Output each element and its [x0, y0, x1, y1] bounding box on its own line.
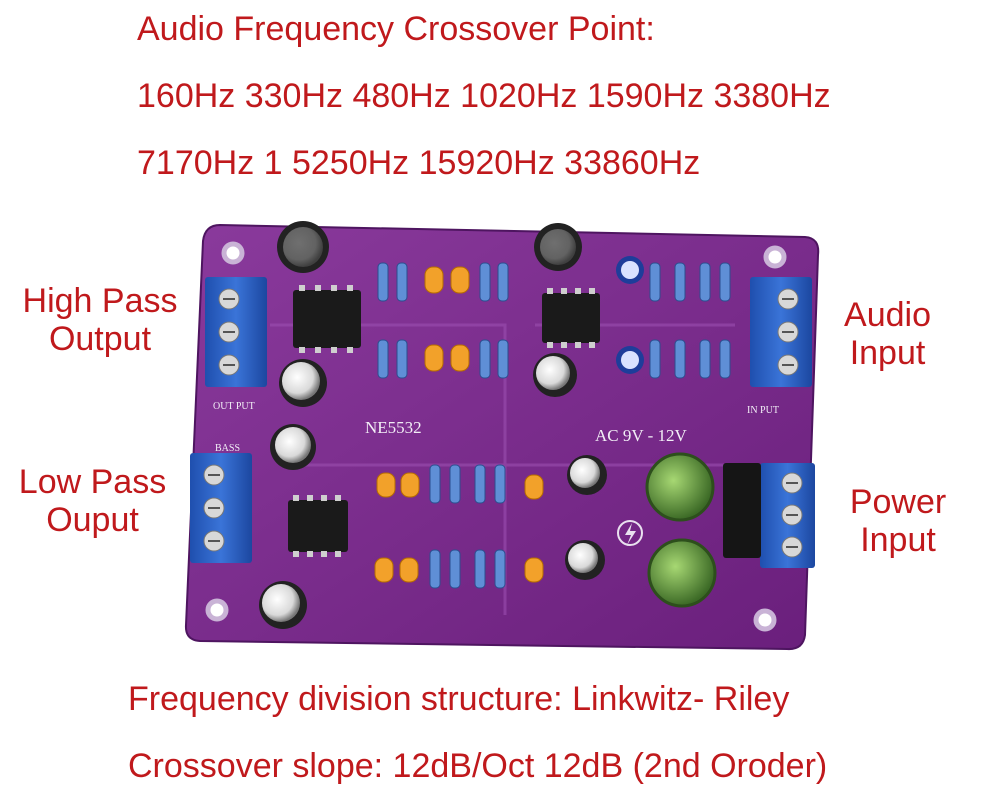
power-label-line-1: Power: [849, 483, 947, 521]
header-line-1: Audio Frequency Crossover Point:: [137, 10, 655, 48]
footer-line-1: Frequency division structure: Linkwitz- …: [128, 680, 790, 718]
audio-label-line-2: Input: [849, 334, 926, 372]
crossover-pcb-board: NE5532 AC 9V - 12V OUT PUT IN PUT BASS: [184, 221, 820, 651]
low-pass-label-line-1: Low Pass: [18, 463, 167, 501]
ic-chip-3: [288, 495, 348, 557]
silk-bass-label: BASS: [215, 443, 240, 454]
high-pass-label-line-2: Output: [48, 320, 152, 358]
regulator-block: [723, 463, 761, 558]
ic-chip-1: [293, 285, 361, 353]
header-line-2: 160Hz 330Hz 480Hz 1020Hz 1590Hz 3380Hz: [137, 77, 831, 115]
electrolytic-capacitors-green: [645, 452, 717, 608]
ic-chip-2: [542, 288, 600, 348]
silk-in-put-label: IN PUT: [747, 405, 779, 416]
terminal-block-audio-input: [750, 277, 812, 387]
terminal-block-low-pass: [190, 453, 252, 563]
terminal-block-high-pass: [205, 277, 267, 387]
high-pass-label-line-1: High Pass: [22, 282, 178, 320]
high-pass-output-label: High Pass Output: [14, 282, 186, 358]
audio-input-label: Audio Input: [835, 296, 940, 372]
footer-line-2: Crossover slope: 12dB/Oct 12dB (2nd Orod…: [128, 747, 828, 785]
power-label-line-2: Input: [860, 521, 936, 559]
electrolytic-capacitors-black: [259, 221, 607, 629]
mounting-holes: [205, 241, 787, 632]
silk-out-put-label: OUT PUT: [213, 401, 255, 412]
silk-voltage-label: AC 9V - 12V: [595, 426, 687, 445]
header-line-3: 7170Hz 1 5250Hz 15920Hz 33860Hz: [137, 144, 701, 182]
resistors: [377, 262, 731, 589]
low-pass-output-label: Low Pass Ouput: [10, 463, 175, 539]
silk-chip-label: NE5532: [365, 418, 422, 437]
low-pass-label-line-2: Ouput: [46, 501, 139, 539]
audio-label-line-1: Audio: [844, 296, 931, 334]
terminal-block-power-input: [760, 463, 815, 568]
lightning-logo-icon: [617, 520, 643, 546]
film-capacitors: [374, 266, 544, 583]
electrolytic-capacitors-blue: [616, 256, 644, 374]
power-input-label: Power Input: [843, 483, 953, 559]
